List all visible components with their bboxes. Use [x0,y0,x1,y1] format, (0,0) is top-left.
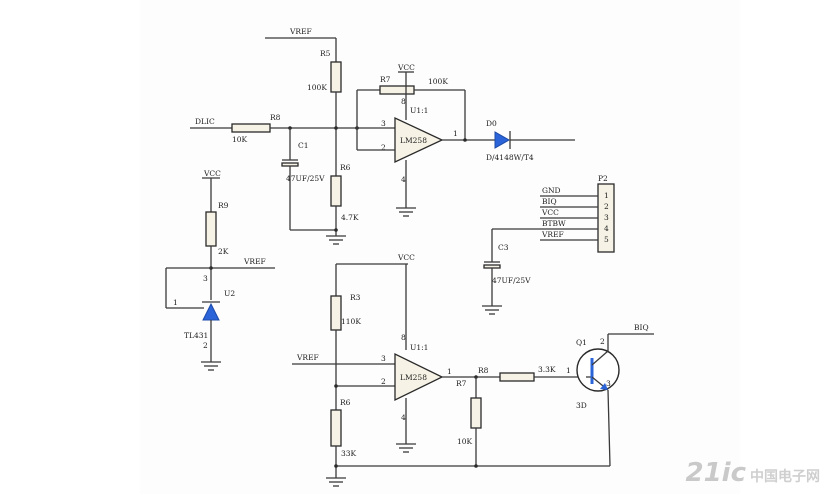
net-vcc-bottom: VCC [397,253,415,262]
r8-top-ref: R8 [270,113,281,122]
r7-top-ref: R7 [380,75,391,84]
p2-signal-gnd: GND [542,186,561,195]
net-vcc-top: VCC [397,63,415,72]
p2-signal-biq: BIQ [542,197,557,206]
r3-ref: R3 [350,293,361,302]
net-vref-bottom: VREF [296,353,319,362]
r5-ref: R5 [320,49,331,58]
d0-part: D/4148W/T4 [486,153,534,162]
opamp-u1-top [394,116,444,164]
q1-ref: Q1 [576,338,587,347]
r8-top-value: 10K [232,135,248,144]
r7-top-value: 100K [428,77,448,86]
transistor-q1 [576,348,620,392]
resistor-r7-bottom [470,397,482,429]
u1-bot-part: LM258 [400,373,427,382]
r6-top-ref: R6 [340,163,351,172]
r8-bot-ref: R8 [478,366,489,375]
svg-text:5: 5 [604,235,609,244]
r7-bot-ref: R7 [456,379,467,388]
svg-text:1: 1 [604,191,609,200]
u1-top-ref: U1:1 [410,106,428,115]
net-biq: BIQ [634,323,649,332]
u2-part: TL431 [184,331,208,340]
d0-ref: D0 [486,119,497,128]
r9-ref: R9 [218,201,229,210]
c3-value: 47UF/25V [492,276,531,285]
svg-text:2: 2 [203,341,208,350]
svg-text:2: 2 [600,337,605,346]
svg-text:8: 8 [401,333,406,342]
watermark-text: 中国电子网 [750,469,820,485]
svg-text:8: 8 [401,97,406,106]
shunt-regulator-u2 [202,302,220,321]
svg-text:4: 4 [604,224,609,233]
resistor-r6-top [330,175,342,207]
svg-text:1: 1 [173,298,178,307]
u1-bot-ref: U1:1 [410,343,428,352]
watermark-logo: 21ic [685,458,746,488]
c3-ref: C3 [498,243,509,252]
svg-text:4: 4 [401,175,406,184]
svg-text:1: 1 [453,129,458,138]
svg-text:3: 3 [203,274,208,283]
net-vref-mid: VREF [243,257,266,266]
resistor-r9 [205,211,217,247]
u2-ref: U2 [224,289,235,298]
svg-text:3: 3 [381,354,386,363]
capacitor-c3 [483,264,501,269]
resistor-r5 [330,61,342,93]
svg-text:3: 3 [604,213,609,222]
net-vref-top: VREF [289,27,312,36]
q1-part: 3D [576,401,587,410]
p2-signal-vref: VREF [541,230,564,239]
resistor-r7-top [379,85,415,95]
svg-text:1: 1 [566,366,571,375]
svg-text:2: 2 [381,143,386,152]
svg-text:2: 2 [604,202,609,211]
svg-text:3: 3 [606,379,611,388]
svg-text:1: 1 [447,367,452,376]
r7-bot-value: 10K [457,437,473,446]
resistor-r3 [330,295,342,331]
svg-text:3: 3 [381,119,386,128]
r3-value: 110K [341,317,361,326]
c1-ref: C1 [298,141,309,150]
r8-bot-value: 3.3K [538,365,556,374]
c1-value: 47UF/25V [286,174,325,183]
u1-top-part: LM258 [400,136,427,145]
p2-ref: P2 [598,174,608,183]
r5-value: 100K [307,83,327,92]
diode-d0 [494,131,511,149]
resistor-r6-bottom [330,409,342,447]
schematic-background [140,0,740,494]
resistor-r8-bottom [499,372,535,382]
r6-bot-value: 33K [341,449,357,458]
svg-text:4: 4 [401,413,406,422]
r6-top-value: 4.7K [341,213,359,222]
svg-text:2: 2 [381,377,386,386]
net-vcc-left: VCC [203,169,221,178]
p2-signal-btbw: BTBW [542,219,566,228]
net-dlic: DLIC [195,117,215,126]
r6-bot-ref: R6 [340,398,351,407]
opamp-u1-bottom [394,352,444,402]
watermark: 21ic 中国电子网 [685,458,820,488]
r9-value: 2K [218,247,229,256]
p2-signal-vcc: VCC [541,208,559,217]
resistor-r8-top [231,123,271,133]
